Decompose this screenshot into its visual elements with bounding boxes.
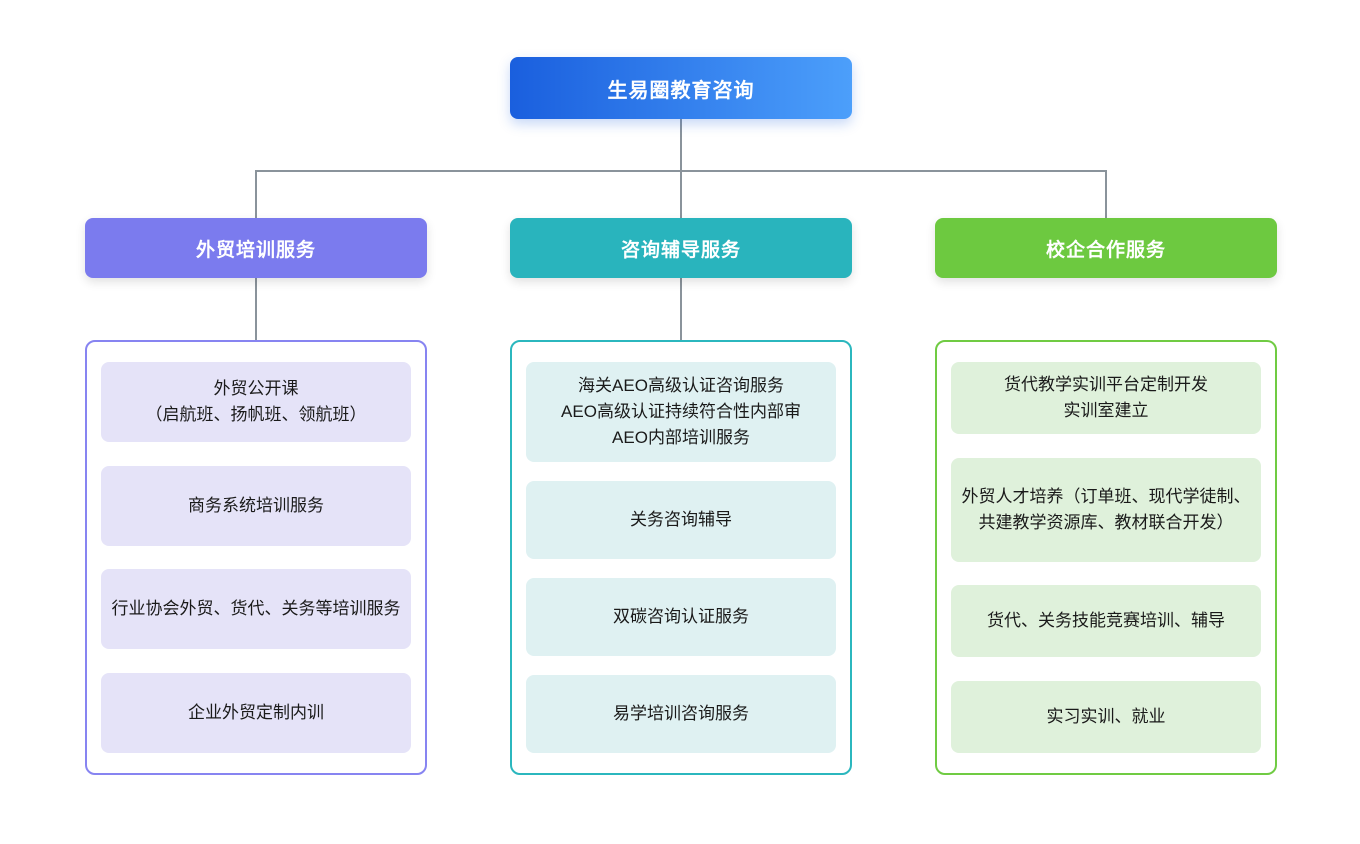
list-item: 外贸人才培养（订单班、现代学徒制、共建教学资源库、教材联合开发） [951,457,1261,562]
connector-branch-1-drop [255,170,257,218]
root-node: 生易圈教育咨询 [510,57,852,119]
list-item: 实习实训、就业 [951,680,1261,753]
connector-branch-2-drop [680,170,682,218]
list-item: 双碳咨询认证服务 [526,578,836,656]
connector-branch-1-panel [255,278,257,340]
connector-root-drop [680,119,682,171]
list-item: 企业外贸定制内训 [101,672,411,753]
branch-header-trade-training: 外贸培训服务 [85,218,427,278]
list-item: 行业协会外贸、货代、关务等培训服务 [101,569,411,650]
branch-header-label: 校企合作服务 [1045,239,1166,261]
list-item: 易学培训咨询服务 [526,675,836,753]
list-item: 外贸公开课 （启航班、扬帆班、领航班） [101,362,411,442]
branch-panel-consulting: 海关AEO高级认证咨询服务 AEO高级认证持续符合性内部审 AEO内部培训服务 … [510,340,852,775]
branch-header-consulting: 咨询辅导服务 [510,218,852,278]
branch-header-label: 外贸培训服务 [195,239,316,261]
connector-branch-3-drop [1105,170,1107,218]
branch-header-label: 咨询辅导服务 [620,239,741,261]
branch-panel-school-enterprise: 货代教学实训平台定制开发 实训室建立 外贸人才培养（订单班、现代学徒制、共建教学… [935,340,1277,775]
branch-panel-trade-training: 外贸公开课 （启航班、扬帆班、领航班） 商务系统培训服务 行业协会外贸、货代、关… [85,340,427,775]
branch-header-school-enterprise: 校企合作服务 [935,218,1277,278]
list-item: 关务咨询辅导 [526,481,836,559]
list-item: 货代、关务技能竞赛培训、辅导 [951,585,1261,658]
root-node-label: 生易圈教育咨询 [607,79,755,102]
list-item: 货代教学实训平台定制开发 实训室建立 [951,362,1261,434]
list-item: 海关AEO高级认证咨询服务 AEO高级认证持续符合性内部审 AEO内部培训服务 [526,362,836,462]
list-item: 商务系统培训服务 [101,465,411,546]
connector-branch-2-panel [680,278,682,340]
